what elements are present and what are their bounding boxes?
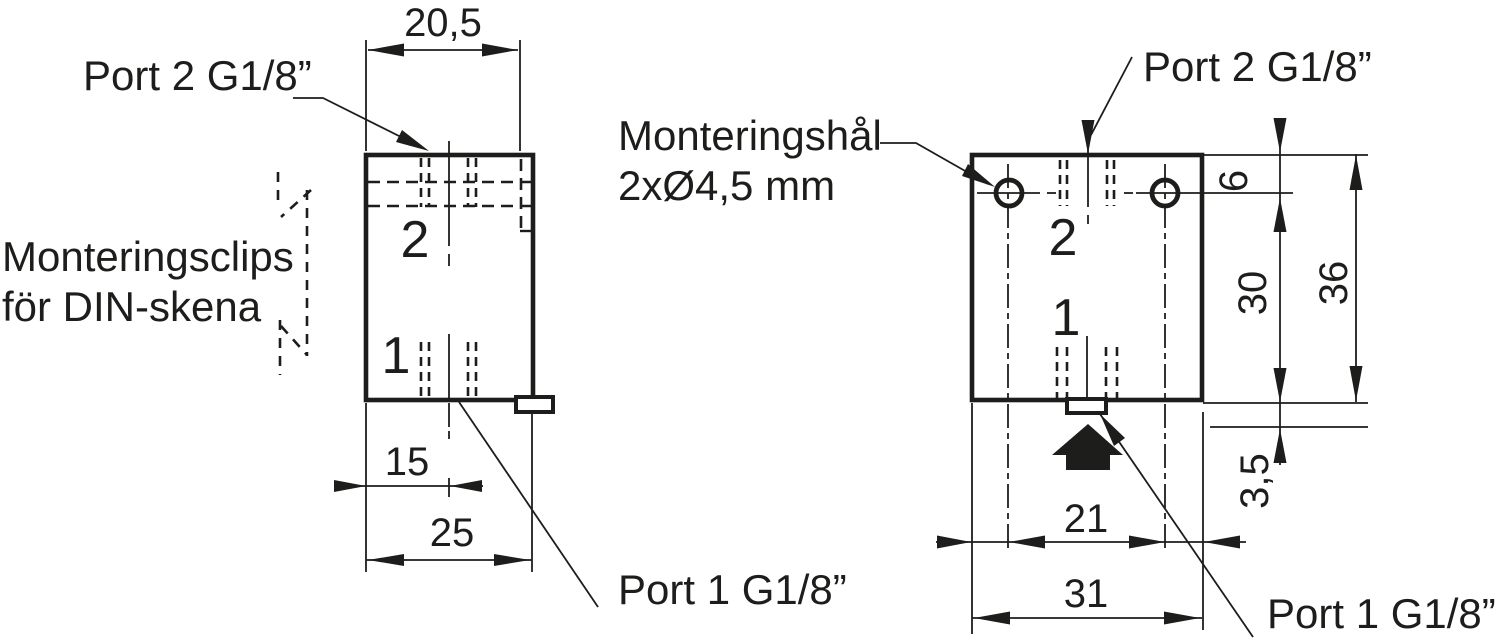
left-outlet-tab: [514, 395, 555, 414]
left-leaders: [293, 97, 599, 608]
right-view: 6 30 36 3,5 21 31 Monteri: [618, 43, 1496, 638]
mounting-label-line1: Monteringshål: [618, 112, 882, 159]
right-port2-number: 2: [1049, 209, 1078, 267]
din-clip-shape: [276, 172, 312, 375]
dim-value-20-5: 20,5: [404, 1, 482, 45]
clip-label-line2: för DIN-skena: [2, 283, 262, 330]
right-centerlines: [977, 164, 1293, 552]
dim-value-21: 21: [1064, 497, 1109, 541]
right-port1-label: Port 1 G1/8”: [1267, 590, 1496, 637]
port2-leader-arrow: [396, 130, 429, 151]
dim-value-6: 6: [1212, 170, 1256, 192]
dim-value-30: 30: [1231, 271, 1275, 316]
dim-value-15: 15: [385, 440, 430, 484]
dim-value-31: 31: [1064, 572, 1109, 616]
dim-right-side: 6 30 36 3,5: [1203, 118, 1368, 509]
mounting-hole-leader-line: [880, 142, 989, 185]
dim-value-36: 36: [1312, 261, 1356, 306]
right-port2-label: Port 2 G1/8”: [1143, 43, 1372, 90]
left-view: 20,5 15 25 Port 2 G1/8” Monteringsclips …: [2, 1, 847, 613]
right-leaders: [880, 142, 1254, 638]
clip-label-line1: Monteringsclips: [2, 233, 294, 280]
flow-direction-arrow: [1052, 424, 1123, 470]
right-outlet-tab: [1065, 397, 1108, 415]
port2-leader-line: [293, 97, 426, 150]
left-port2-number: 2: [401, 211, 430, 269]
dim-value-3-5: 3,5: [1233, 453, 1277, 509]
dim-left-top-width: 20,5: [365, 1, 521, 151]
port1-leader-line: [458, 401, 599, 608]
mounting-label-line2: 2xØ4,5 mm: [618, 162, 835, 209]
right-port1-features: [1055, 336, 1119, 400]
port2-down-arrow: [1081, 120, 1095, 154]
mounting-hole-leader-arrow: [962, 164, 995, 187]
dim-value-25: 25: [430, 511, 475, 555]
left-port1-label: Port 1 G1/8”: [618, 566, 847, 613]
right-port1-leader-line: [1099, 413, 1254, 638]
right-port1-number: 1: [1052, 289, 1081, 347]
dim-right-bottom: 21 31: [936, 403, 1246, 634]
right-port2-features: [1058, 56, 1133, 224]
right-port1-leader-arrow: [1100, 414, 1125, 446]
left-port1-number: 1: [382, 327, 411, 385]
left-hidden-lines: [368, 158, 531, 398]
dim-left-bottom: 15 25: [334, 403, 533, 572]
left-port2-label: Port 2 G1/8”: [83, 52, 312, 99]
